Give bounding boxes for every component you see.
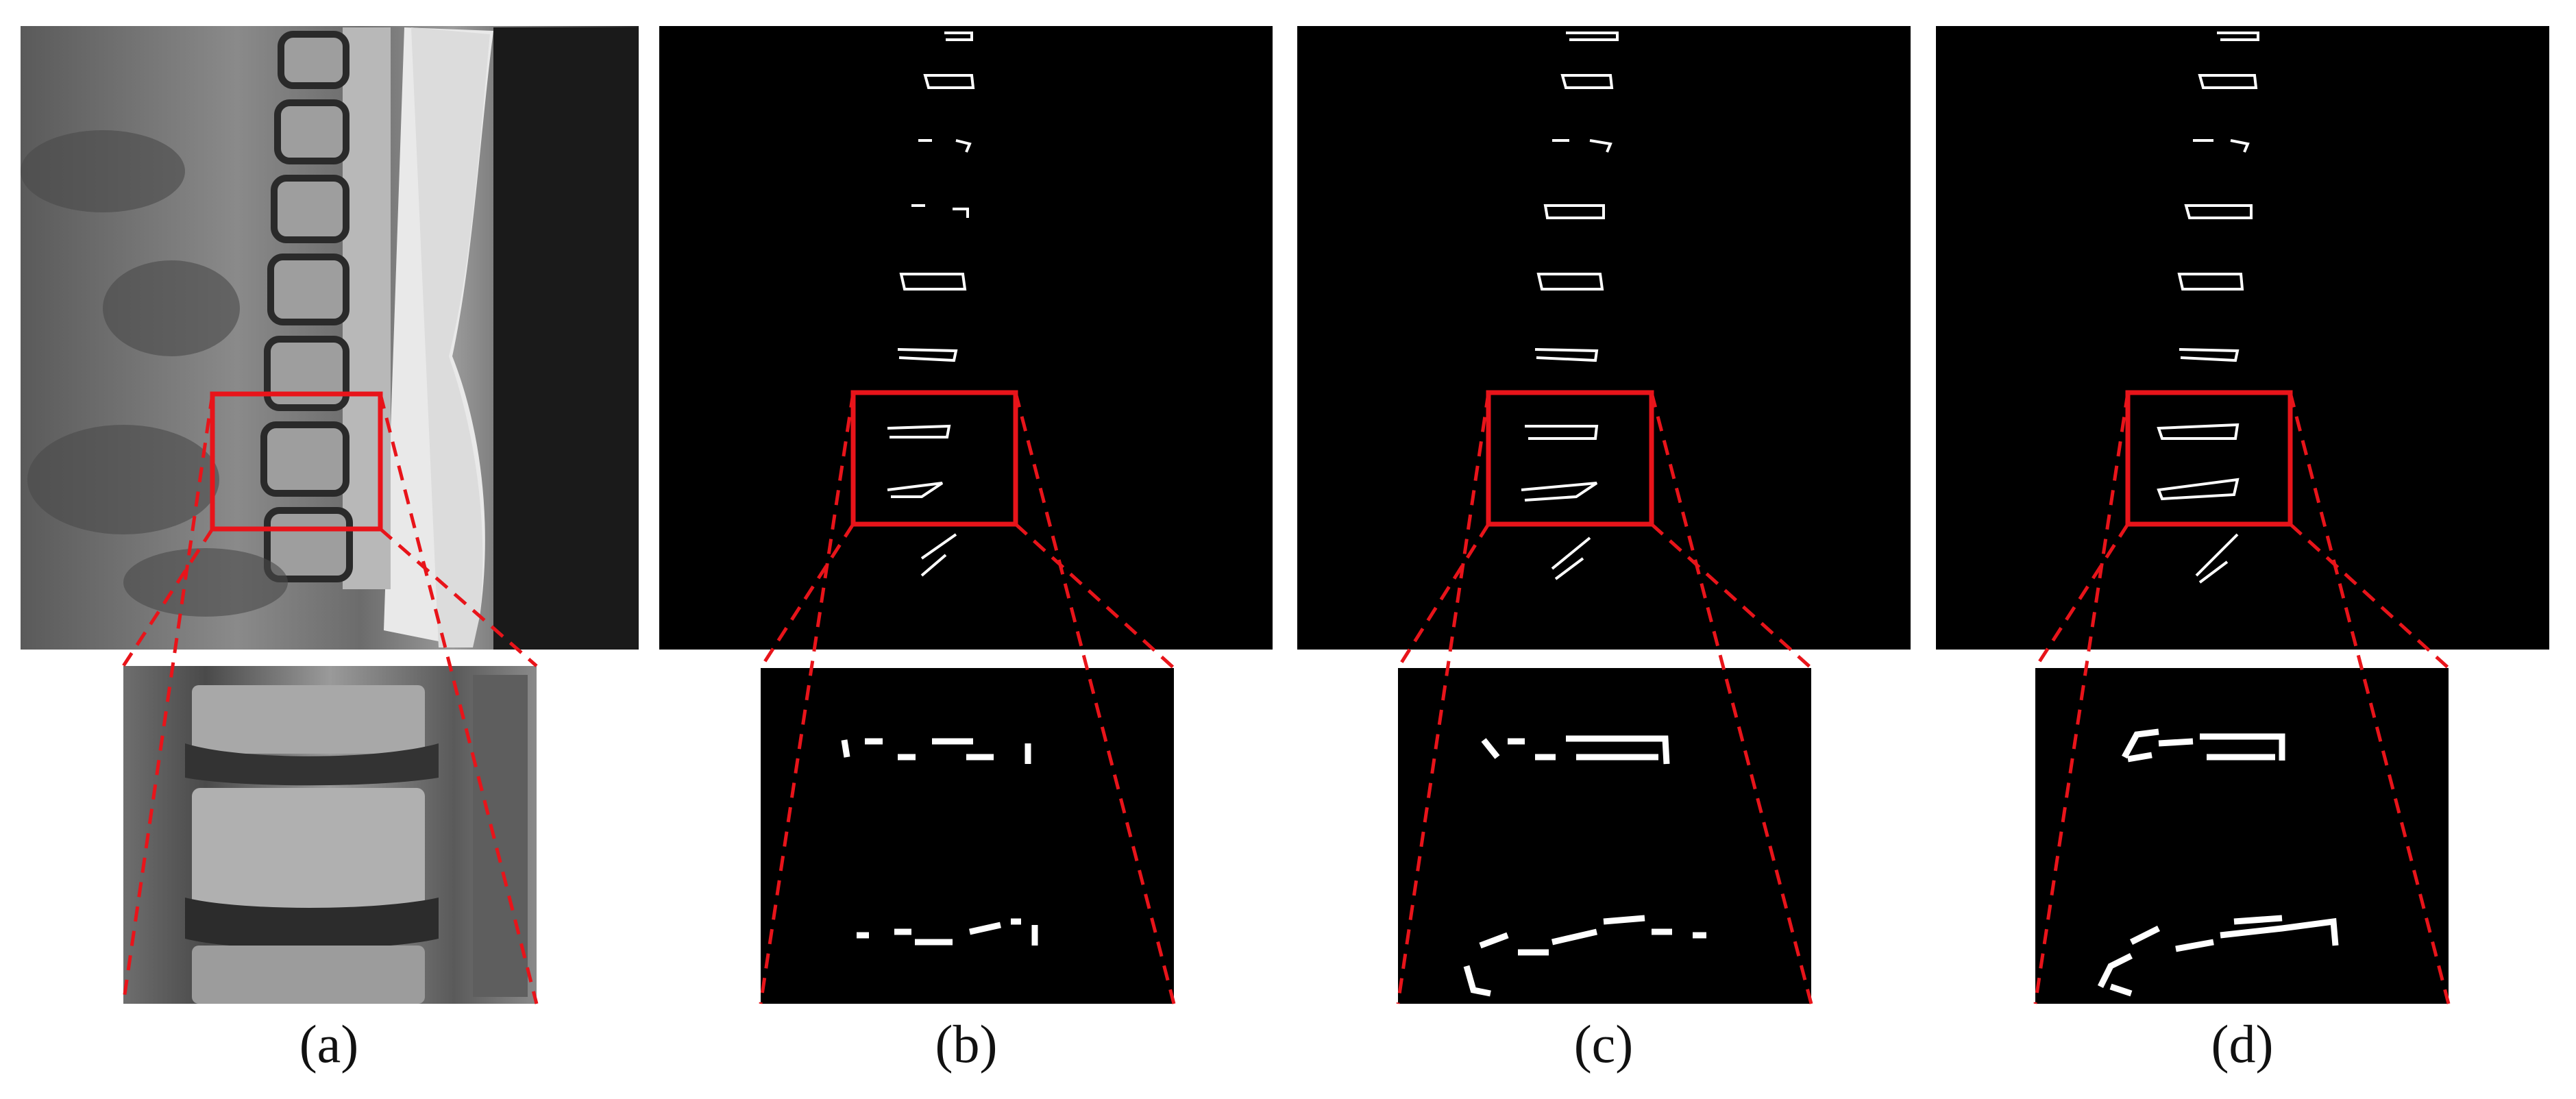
highlight-box-d [2125, 390, 2293, 527]
zoom-inset-c [1398, 668, 1811, 1004]
edge-map-d [1936, 26, 2549, 650]
soft-tissue [21, 130, 288, 617]
edge-contours-c [1521, 32, 1619, 580]
zoom-inset-b [761, 668, 1174, 1004]
zoom-edges-b [841, 738, 1038, 946]
edge-contours-b [887, 32, 975, 577]
panel-a [21, 26, 639, 1004]
caption-a: (a) [299, 1014, 359, 1074]
edge-map-c [1297, 26, 1911, 650]
zoom-edges-d [2097, 728, 2339, 997]
caption-c: (c) [1573, 1014, 1634, 1074]
mri-dark-bg [493, 27, 639, 650]
caption-d: (d) [2211, 1014, 2274, 1074]
highlight-box-b [850, 390, 1018, 527]
highlight-box-c [1486, 390, 1654, 527]
mri-bright-edge [411, 27, 490, 647]
zoom-connectors-c [1396, 392, 1813, 1004]
highlight-box-a [210, 391, 383, 532]
spinal-canal [343, 27, 391, 589]
panel-d [1936, 26, 2549, 1004]
zoom-edges-c [1463, 735, 1706, 997]
zoom-inset-d [2035, 668, 2449, 1004]
panel-b [659, 26, 1273, 1004]
caption-b: (b) [935, 1014, 998, 1074]
edge-contours-d [2157, 32, 2259, 584]
zoom-connectors-b [759, 392, 1176, 1004]
zoom-inset-a-structure [185, 675, 528, 1004]
panel-c [1297, 26, 1911, 1004]
zoom-connectors-d [2033, 392, 2451, 1004]
zoom-connectors-a [121, 393, 539, 1004]
edge-map-b [659, 26, 1273, 650]
